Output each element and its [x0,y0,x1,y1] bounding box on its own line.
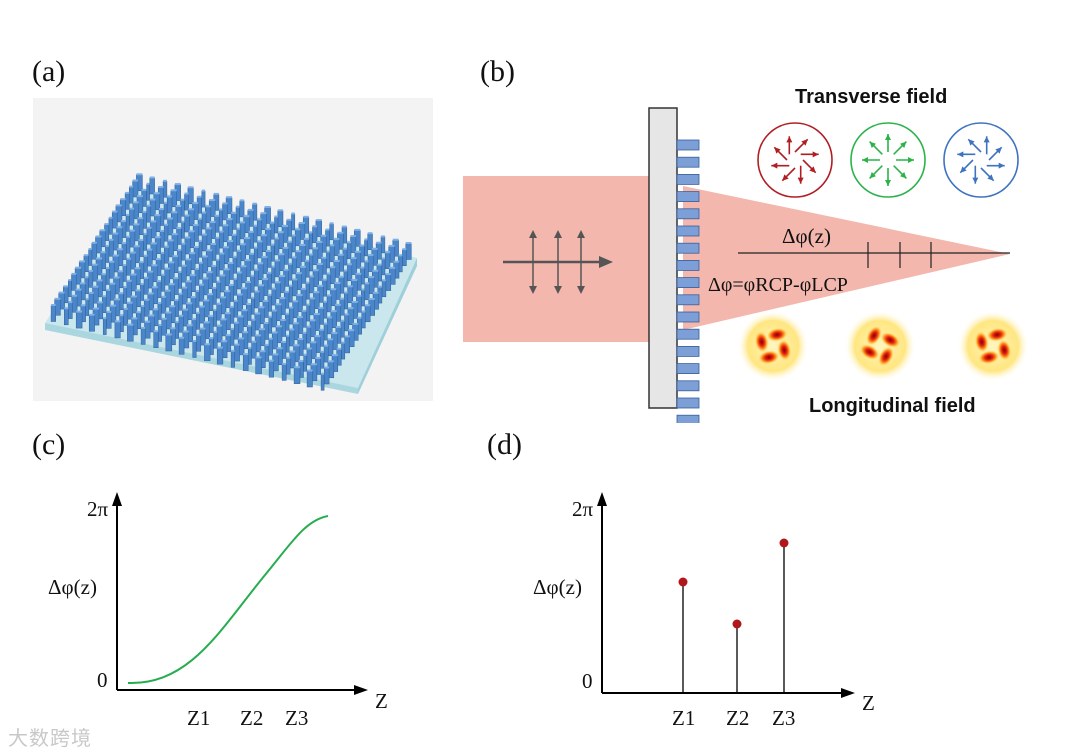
y-zero-tick: 0 [97,668,108,692]
watermark: 大数跨境 [8,726,92,750]
incident-beam [463,176,649,342]
intensity-pattern-1 [737,310,809,382]
y-top-tick: 2π [87,497,109,521]
x-tick-z1: Z1 [187,706,210,730]
stem-z1 [678,577,688,693]
chart-c: 2π 0 Δφ(z) Z Z1 Z2 Z3 [48,492,388,730]
transverse-field-title: Transverse field [795,86,947,108]
meta-atom-blocks [676,139,700,423]
y-top-tick: 2π [572,497,594,521]
intensity-pattern-3 [957,310,1029,382]
y-axis-label: Δφ(z) [533,575,582,599]
polarization-circle-1 [757,122,833,198]
metasurface-render [33,98,433,401]
stem-z2 [732,619,742,693]
y-axis-label: Δφ(z) [48,575,97,599]
phase-curve [127,515,329,685]
phase-z-label: Δφ(z) [782,224,831,248]
linear-polarization-icon [529,230,585,294]
longitudinal-field-title: Longitudinal field [809,395,976,417]
x-tick-z2: Z2 [240,706,263,730]
y-zero-tick: 0 [582,669,593,693]
panel-c-label: (c) [32,428,66,461]
focused-beam [683,186,1010,330]
x-tick-z1: Z1 [672,706,695,730]
phase-difference-label: Δφ=φRCP-φLCP [708,274,848,296]
x-tick-z2: Z2 [726,706,749,730]
propagation-axis [738,242,1010,268]
nanopillar-array [50,173,412,391]
stem-z3 [779,538,789,693]
schematic: Δφ(z) Δφ=φRCP-φLCP Transverse field Long… [463,86,1029,423]
chart-d: 2π 0 Δφ(z) Z Z1 Z2 Z3 [533,492,875,730]
metasurface-plate [648,107,678,409]
panel-d-label: (d) [487,428,522,461]
panel-b-label: (b) [480,55,515,88]
x-tick-z3: Z3 [285,706,308,730]
polarization-arrow [503,256,613,268]
polarization-circle-3 [943,122,1019,198]
x-axis-label: Z [375,689,388,713]
x-tick-z3: Z3 [772,706,795,730]
intensity-pattern-2 [844,310,916,382]
panel-a-label: (a) [32,55,66,88]
x-axis-label: Z [862,691,875,715]
polarization-circle-2 [850,122,926,198]
